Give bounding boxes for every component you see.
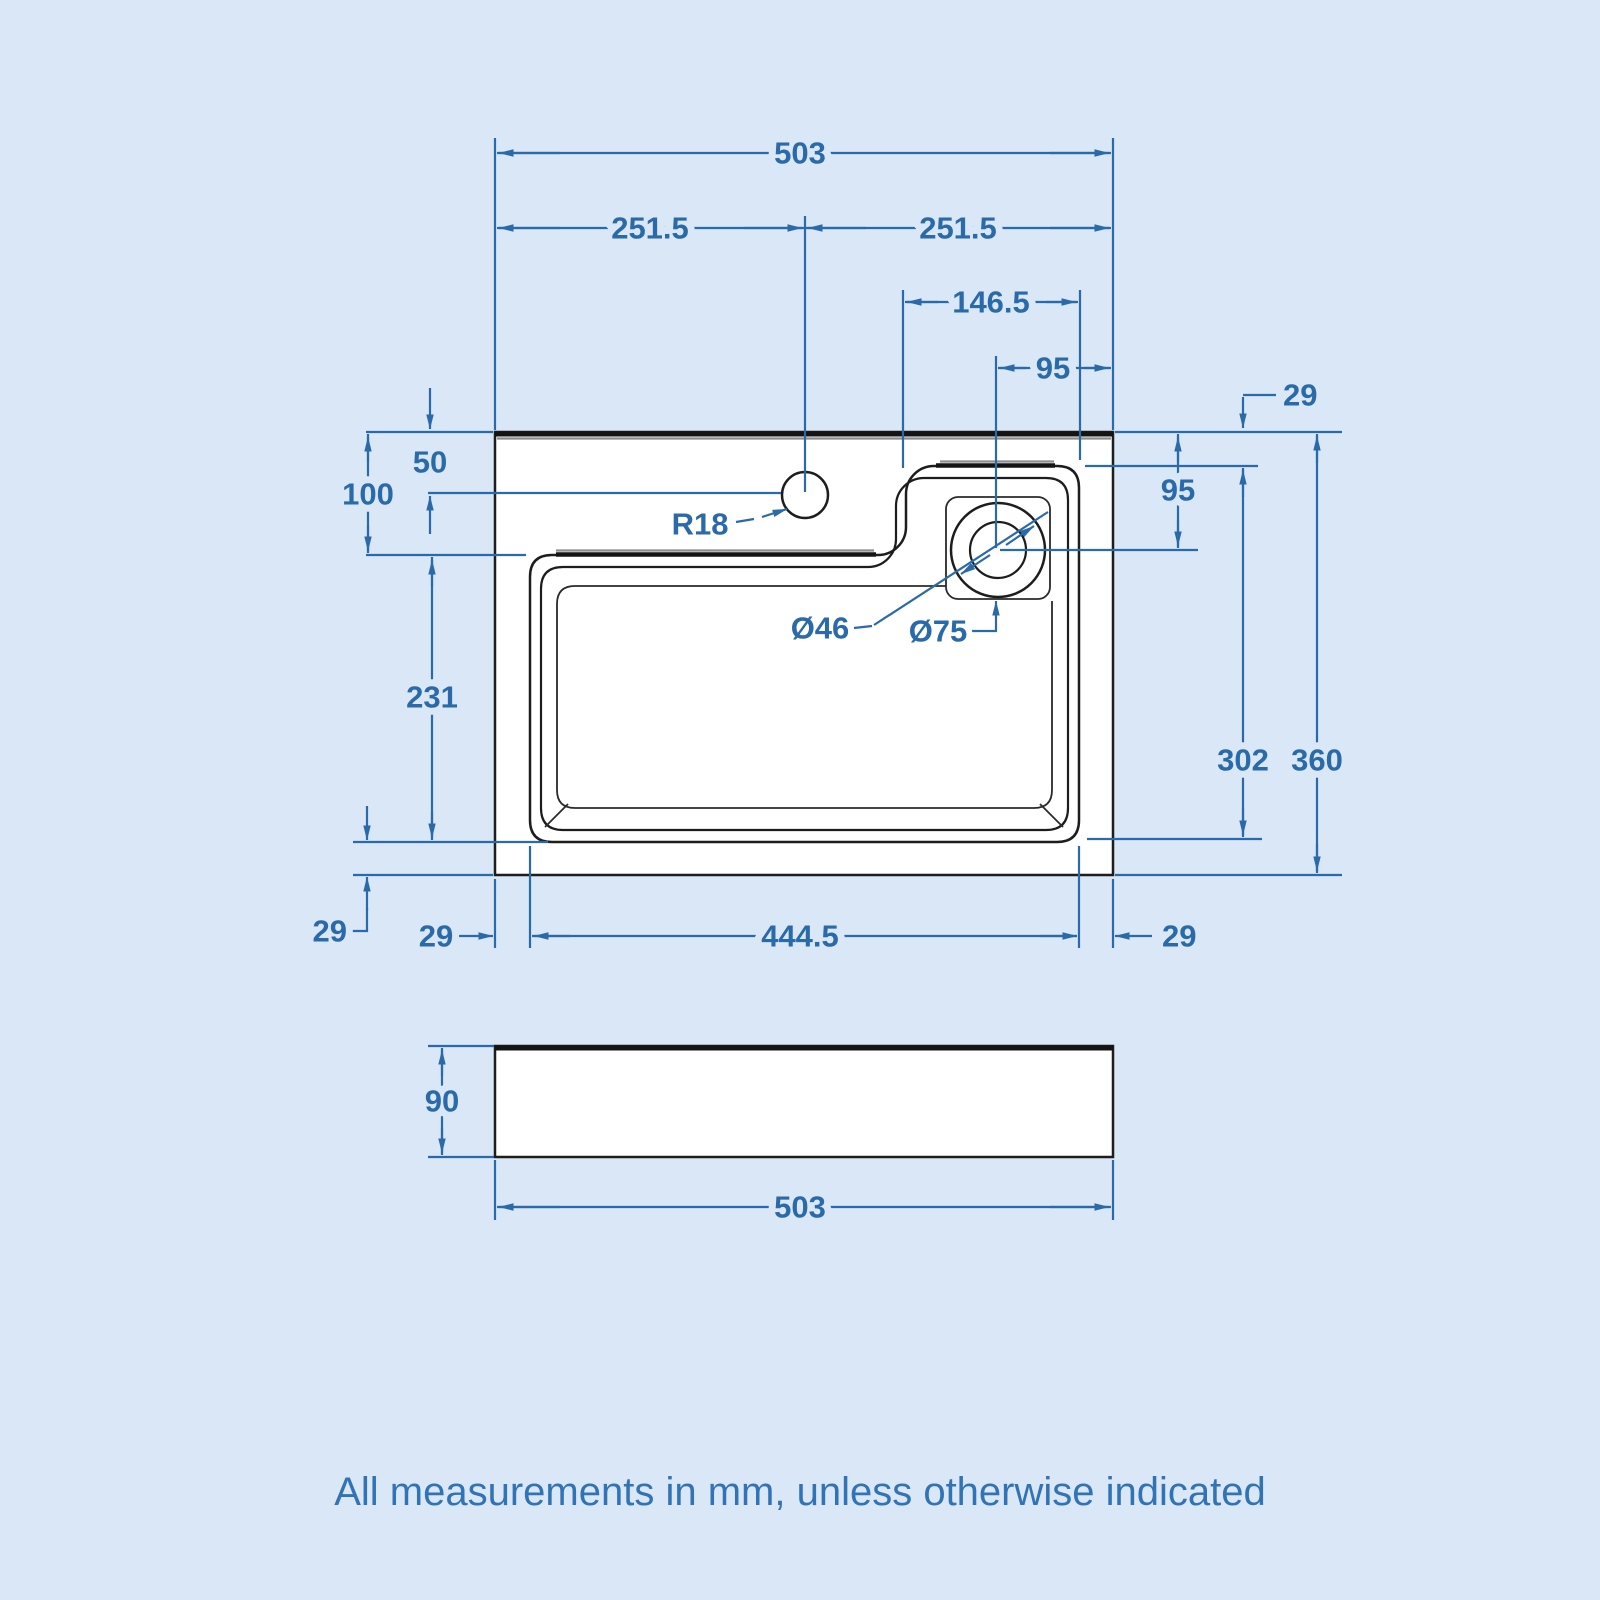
dim-tap-hole-radius: R18 (672, 507, 729, 542)
plan-view (493, 430, 1115, 877)
dim-drain-inner-dia: Ø46 (791, 611, 850, 646)
measurement-note: All measurements in mm, unless otherwise… (334, 1470, 1266, 1514)
dim-rim-bottom: 29 (313, 914, 347, 949)
bowl-corner-chamfer-right (1039, 803, 1064, 828)
dim-rim-top: 29 (1283, 378, 1317, 413)
side-view (493, 1044, 1115, 1159)
side-view-dimensions: 90 503 (418, 1044, 1115, 1232)
plan-dimensions: 503 251.5 251.5 146.5 95 29 50 100 (306, 129, 1350, 961)
dim-overall-depth: 360 (1291, 743, 1343, 778)
dim-deck-depth: 100 (342, 477, 394, 512)
bowl-corner-chamfer-left (544, 803, 569, 828)
dim-overall-width: 503 (774, 136, 826, 171)
dim-bowl-width: 444.5 (761, 919, 839, 954)
dim-tap-hole-offset: 50 (413, 445, 447, 480)
bowl-outer-outline (528, 464, 1081, 844)
dim-side-height: 90 (425, 1084, 459, 1119)
dim-side-width: 503 (774, 1190, 826, 1225)
dim-drain-depth-from-top: 95 (1161, 473, 1195, 508)
dim-drain-outer-dia: Ø75 (909, 614, 968, 649)
bowl-middle-outline (539, 476, 1070, 832)
dim-bowl-length: 231 (406, 680, 458, 715)
dim-rim-right: 29 (1162, 919, 1196, 954)
dim-inner-depth: 302 (1217, 743, 1269, 778)
side-view-outline (493, 1044, 1115, 1159)
dim-half-width-right: 251.5 (919, 211, 997, 246)
bowl-floor-outline (556, 585, 1053, 809)
drain-recess-outline (945, 496, 1051, 600)
dim-half-width-left: 251.5 (611, 211, 689, 246)
dim-drain-to-edge-top: 95 (1036, 351, 1070, 386)
dim-rim-left: 29 (419, 919, 453, 954)
basin-outline (493, 430, 1115, 877)
dim-drain-zone-width: 146.5 (952, 285, 1030, 320)
